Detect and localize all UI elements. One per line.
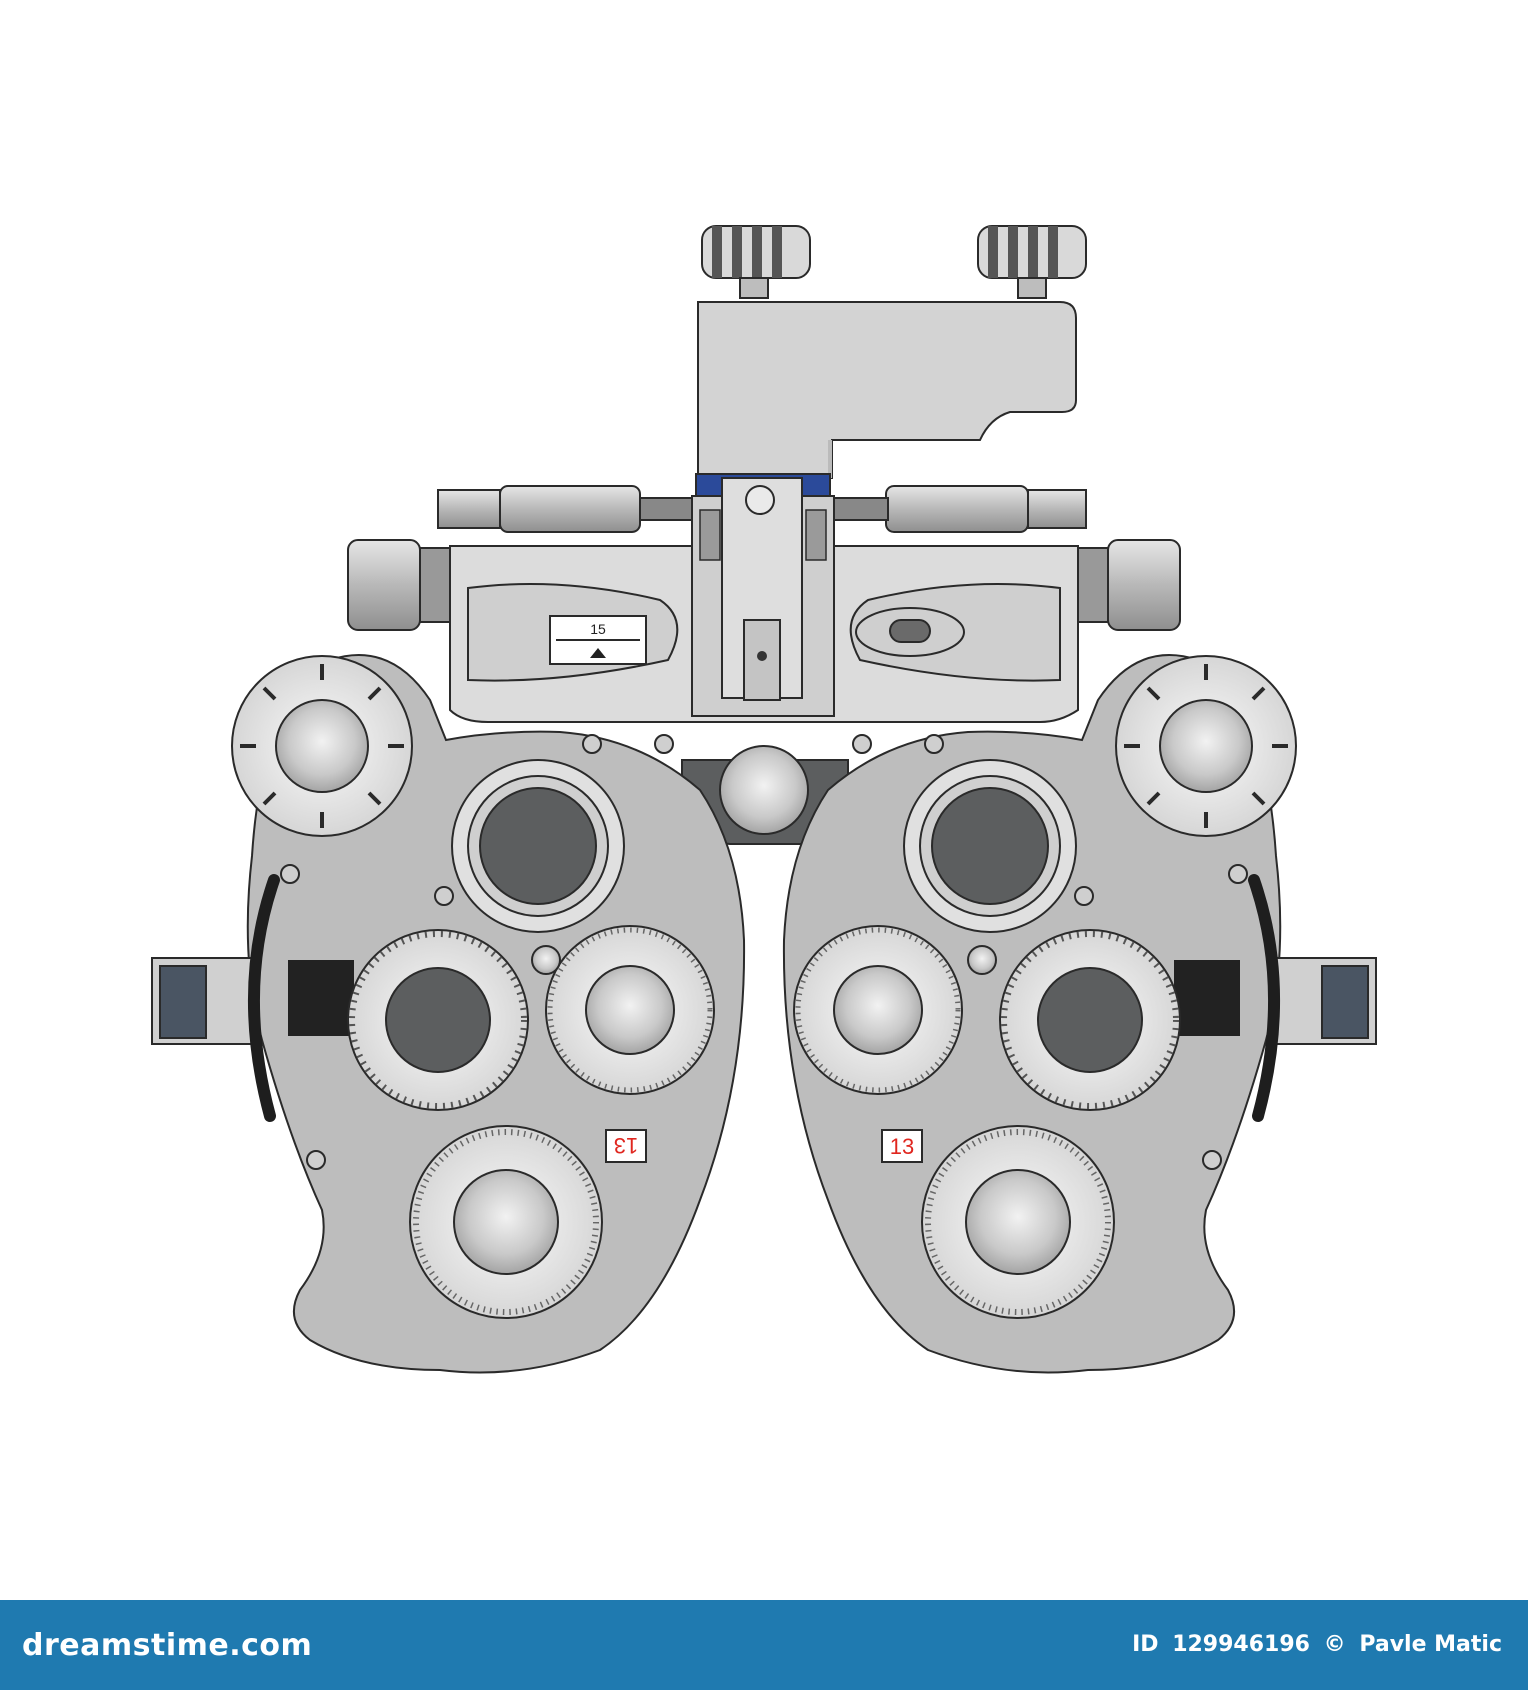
author-name: Pavle Matic xyxy=(1359,1632,1502,1657)
left-lower-dial xyxy=(409,1125,603,1319)
left-middle-dial xyxy=(347,929,529,1111)
right-small-dial xyxy=(1115,655,1297,837)
left-screws xyxy=(280,734,674,1170)
left-rod-assembly xyxy=(347,485,697,631)
brand-logo-text[interactable]: dreamstime.com xyxy=(22,1628,313,1663)
svg-text:13: 13 xyxy=(614,1133,638,1158)
top-knob-right xyxy=(977,225,1087,299)
right-upper-lens xyxy=(903,759,1077,933)
left-curved-slot xyxy=(248,874,280,1122)
left-side-handle xyxy=(151,957,354,1045)
prism-scale-box: 15 xyxy=(549,615,647,665)
right-number-label: 13 xyxy=(881,1129,923,1163)
right-silver-dial xyxy=(793,925,963,1095)
phoropter-illustration: 15 xyxy=(151,225,1377,1374)
left-number-label: 13 xyxy=(605,1129,647,1163)
right-lower-dial xyxy=(921,1125,1115,1319)
copyright-symbol: © xyxy=(1323,1632,1346,1657)
right-middle-dial xyxy=(999,929,1181,1111)
left-small-knob xyxy=(531,945,561,975)
right-rod-assembly xyxy=(831,485,1181,631)
id-label: ID xyxy=(1132,1632,1159,1657)
right-side-handle xyxy=(1174,957,1377,1045)
image-credit: ID 129946196 © Pavle Matic xyxy=(1126,1632,1502,1657)
right-curved-slot xyxy=(1248,874,1280,1122)
top-knob-left xyxy=(701,225,811,299)
right-small-knob xyxy=(967,945,997,975)
prism-value-text: 15 xyxy=(590,621,606,637)
left-small-dial xyxy=(231,655,413,837)
svg-text:13: 13 xyxy=(890,1134,914,1159)
footer-bar: dreamstime.com ID 129946196 © Pavle Mati… xyxy=(0,1600,1528,1690)
forehead-rest xyxy=(697,301,1077,479)
right-oval-window xyxy=(855,607,965,657)
center-lens xyxy=(719,745,809,835)
center-column xyxy=(691,477,835,717)
left-silver-dial xyxy=(545,925,715,1095)
right-screws xyxy=(852,734,1248,1170)
id-value: 129946196 xyxy=(1172,1632,1310,1657)
left-upper-lens xyxy=(451,759,625,933)
